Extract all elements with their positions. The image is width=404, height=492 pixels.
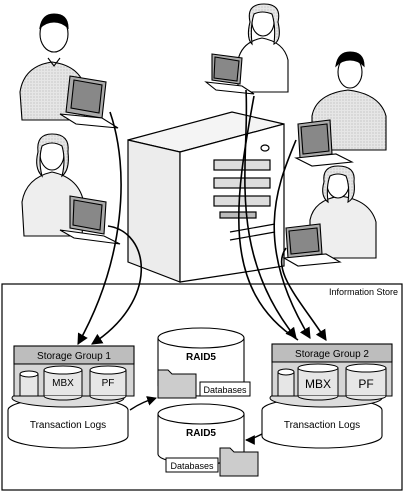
sg1-pf-label: PF <box>102 378 115 389</box>
information-store-border <box>1 283 403 491</box>
laptop-icon <box>59 75 119 129</box>
sg2-mbx-label: MBX <box>305 377 331 391</box>
laptop-icon <box>204 53 255 95</box>
folder-icon <box>219 447 259 477</box>
sg1-title: Storage Group 1 <box>37 351 111 362</box>
power-button-icon <box>260 144 270 152</box>
user-figure-1 <box>19 13 119 129</box>
storage-group-1: Storage Group 1 MBX PF Transaction Logs <box>7 345 135 449</box>
arrow-user4-sg2 <box>273 139 311 339</box>
arrow-sg1-raid <box>129 396 157 411</box>
folder-icon <box>157 369 197 399</box>
raid-bottom-label: RAID5 <box>186 428 216 439</box>
raid-bottom-db-label: Databases <box>170 461 214 471</box>
laptop-icon <box>59 195 121 245</box>
laptop-icon <box>282 223 342 267</box>
arrow-sg2-raid <box>245 433 263 445</box>
laptop-icon <box>294 119 354 167</box>
raid-top-db-label: Databases <box>203 385 247 395</box>
server-tower <box>127 111 285 283</box>
sg1-mbx-label: MBX <box>52 378 74 389</box>
arrow-user1-sg1 <box>77 111 122 345</box>
raid-bottom-db-box <box>165 457 219 473</box>
drive-bay-2 <box>213 177 271 189</box>
raid-top-db-box <box>199 381 251 397</box>
user-figure-2 <box>21 133 121 245</box>
sg2-title: Storage Group 2 <box>295 349 369 360</box>
storage-group-2: Storage Group 2 MBX PF Transaction Logs <box>261 343 393 449</box>
arrow-user5-sg2 <box>280 247 327 341</box>
arrow-user3-sg2 <box>244 89 297 339</box>
sg2-logs-label: Transaction Logs <box>284 420 360 431</box>
user-figure-3 <box>204 3 289 95</box>
information-store-title: Information Store <box>329 287 398 297</box>
sg2-pf-label: PF <box>358 377 373 391</box>
connection-arrows <box>77 89 327 345</box>
raid-top: RAID5 Databases <box>157 327 251 399</box>
raid-top-label: RAID5 <box>186 352 216 363</box>
user-figure-4 <box>294 51 387 167</box>
arrow-user2-sg1 <box>91 225 143 345</box>
drive-bay-3 <box>213 195 271 207</box>
user-figure-5 <box>282 165 377 267</box>
raid-arrows <box>129 396 263 445</box>
raid-bottom: RAID5 Databases <box>157 403 259 477</box>
sg1-logs-label: Transaction Logs <box>30 420 106 431</box>
arrow-extra-sg2 <box>238 95 299 341</box>
